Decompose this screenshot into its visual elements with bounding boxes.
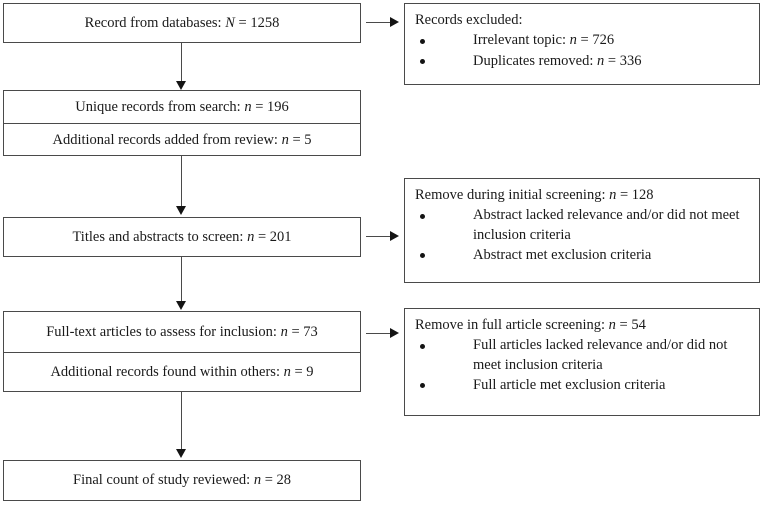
variable-symbol: n <box>608 317 616 333</box>
variable-symbol: n <box>244 98 252 115</box>
value: 5 <box>304 131 312 148</box>
list-item: Full articles lacked relevance and/or di… <box>415 336 751 375</box>
variable-symbol: n <box>247 228 255 245</box>
removed-full-article-screening-heading: Remove in full article screening: n = 54 <box>415 317 646 333</box>
connector-line-titles-to-removed <box>366 236 392 237</box>
value: 1258 <box>250 14 280 31</box>
variable-symbol: n <box>597 52 605 69</box>
arrow-head-titles-to-removed <box>390 231 399 241</box>
box-final-count: Final count of study reviewed: n = 28 <box>3 460 361 501</box>
value: 28 <box>276 472 292 489</box>
variable-symbol: n <box>569 32 577 49</box>
box-full-text-assessed: Full-text articles to assess for inclusi… <box>3 311 361 392</box>
box-removed-full-article-screening: Remove in full article screening: n = 54… <box>404 308 760 416</box>
value: 9 <box>306 364 314 381</box>
value: 196 <box>267 98 289 115</box>
connector-line-fulltext-to-final <box>181 392 182 451</box>
arrow-head-records-to-excluded <box>390 17 399 27</box>
value: 128 <box>631 187 654 203</box>
records-excluded-heading: Records excluded: <box>415 12 523 28</box>
list-item: Abstract met exclusion criteria <box>415 246 751 265</box>
box-titles-abstracts-screened: Titles and abstracts to screen: n = 201 <box>3 217 361 257</box>
variable-symbol: n <box>609 187 617 203</box>
arrow-head-fulltext-to-final <box>176 449 186 458</box>
list-item: Abstract lacked relevance and/or did not… <box>415 206 751 245</box>
value: 73 <box>303 323 318 340</box>
variable-symbol: n <box>281 131 289 148</box>
box-records-identified: Record from databases: N = 1258 <box>3 3 361 43</box>
value: 54 <box>631 317 646 333</box>
box-full-text-assessed-row-2: Additional records found within others: … <box>50 364 314 381</box>
box-unique-records-row-1: Unique records from search: n = 196 <box>4 91 360 124</box>
variable-symbol: n <box>283 364 291 381</box>
box-unique-records: Unique records from search: n = 196 Addi… <box>3 90 361 156</box>
value: 201 <box>269 228 292 245</box>
arrow-head-records-to-unique <box>176 81 186 90</box>
arrow-head-titles-to-fulltext <box>176 301 186 310</box>
connector-line-titles-to-fulltext <box>181 257 182 303</box>
value: 336 <box>619 52 642 69</box>
connector-line-unique-to-titles <box>181 156 182 208</box>
records-excluded-list: Irrelevant topic: n = 726 Duplicates rem… <box>415 31 751 71</box>
box-full-text-assessed-row-1: Full-text articles to assess for inclusi… <box>4 312 360 353</box>
value: 726 <box>592 32 615 49</box>
list-item: Full article met exclusion criteria <box>415 376 751 395</box>
arrow-head-unique-to-titles <box>176 206 186 215</box>
box-unique-records-row-2: Additional records added from review: n … <box>52 131 312 148</box>
removed-full-article-screening-list: Full articles lacked relevance and/or di… <box>415 336 751 395</box>
box-removed-initial-screening: Remove during initial screening: n = 128… <box>404 178 760 283</box>
list-item: Irrelevant topic: n = 726 <box>415 31 751 50</box>
connector-line-fulltext-to-removed <box>366 333 392 334</box>
box-records-identified-text: Record from databases: N = 1258 <box>84 14 280 31</box>
variable-symbol: N <box>225 14 235 31</box>
variable-symbol: n <box>253 472 262 489</box>
connector-line-records-to-excluded <box>366 22 392 23</box>
variable-symbol: n <box>280 323 288 340</box>
connector-line-records-to-unique <box>181 43 182 83</box>
removed-initial-screening-heading: Remove during initial screening: n = 128 <box>415 187 654 203</box>
list-item: Duplicates removed: n = 336 <box>415 52 751 71</box>
removed-initial-screening-list: Abstract lacked relevance and/or did not… <box>415 206 751 265</box>
arrow-head-fulltext-to-removed <box>390 328 399 338</box>
box-records-excluded: Records excluded: Irrelevant topic: n = … <box>404 3 760 85</box>
